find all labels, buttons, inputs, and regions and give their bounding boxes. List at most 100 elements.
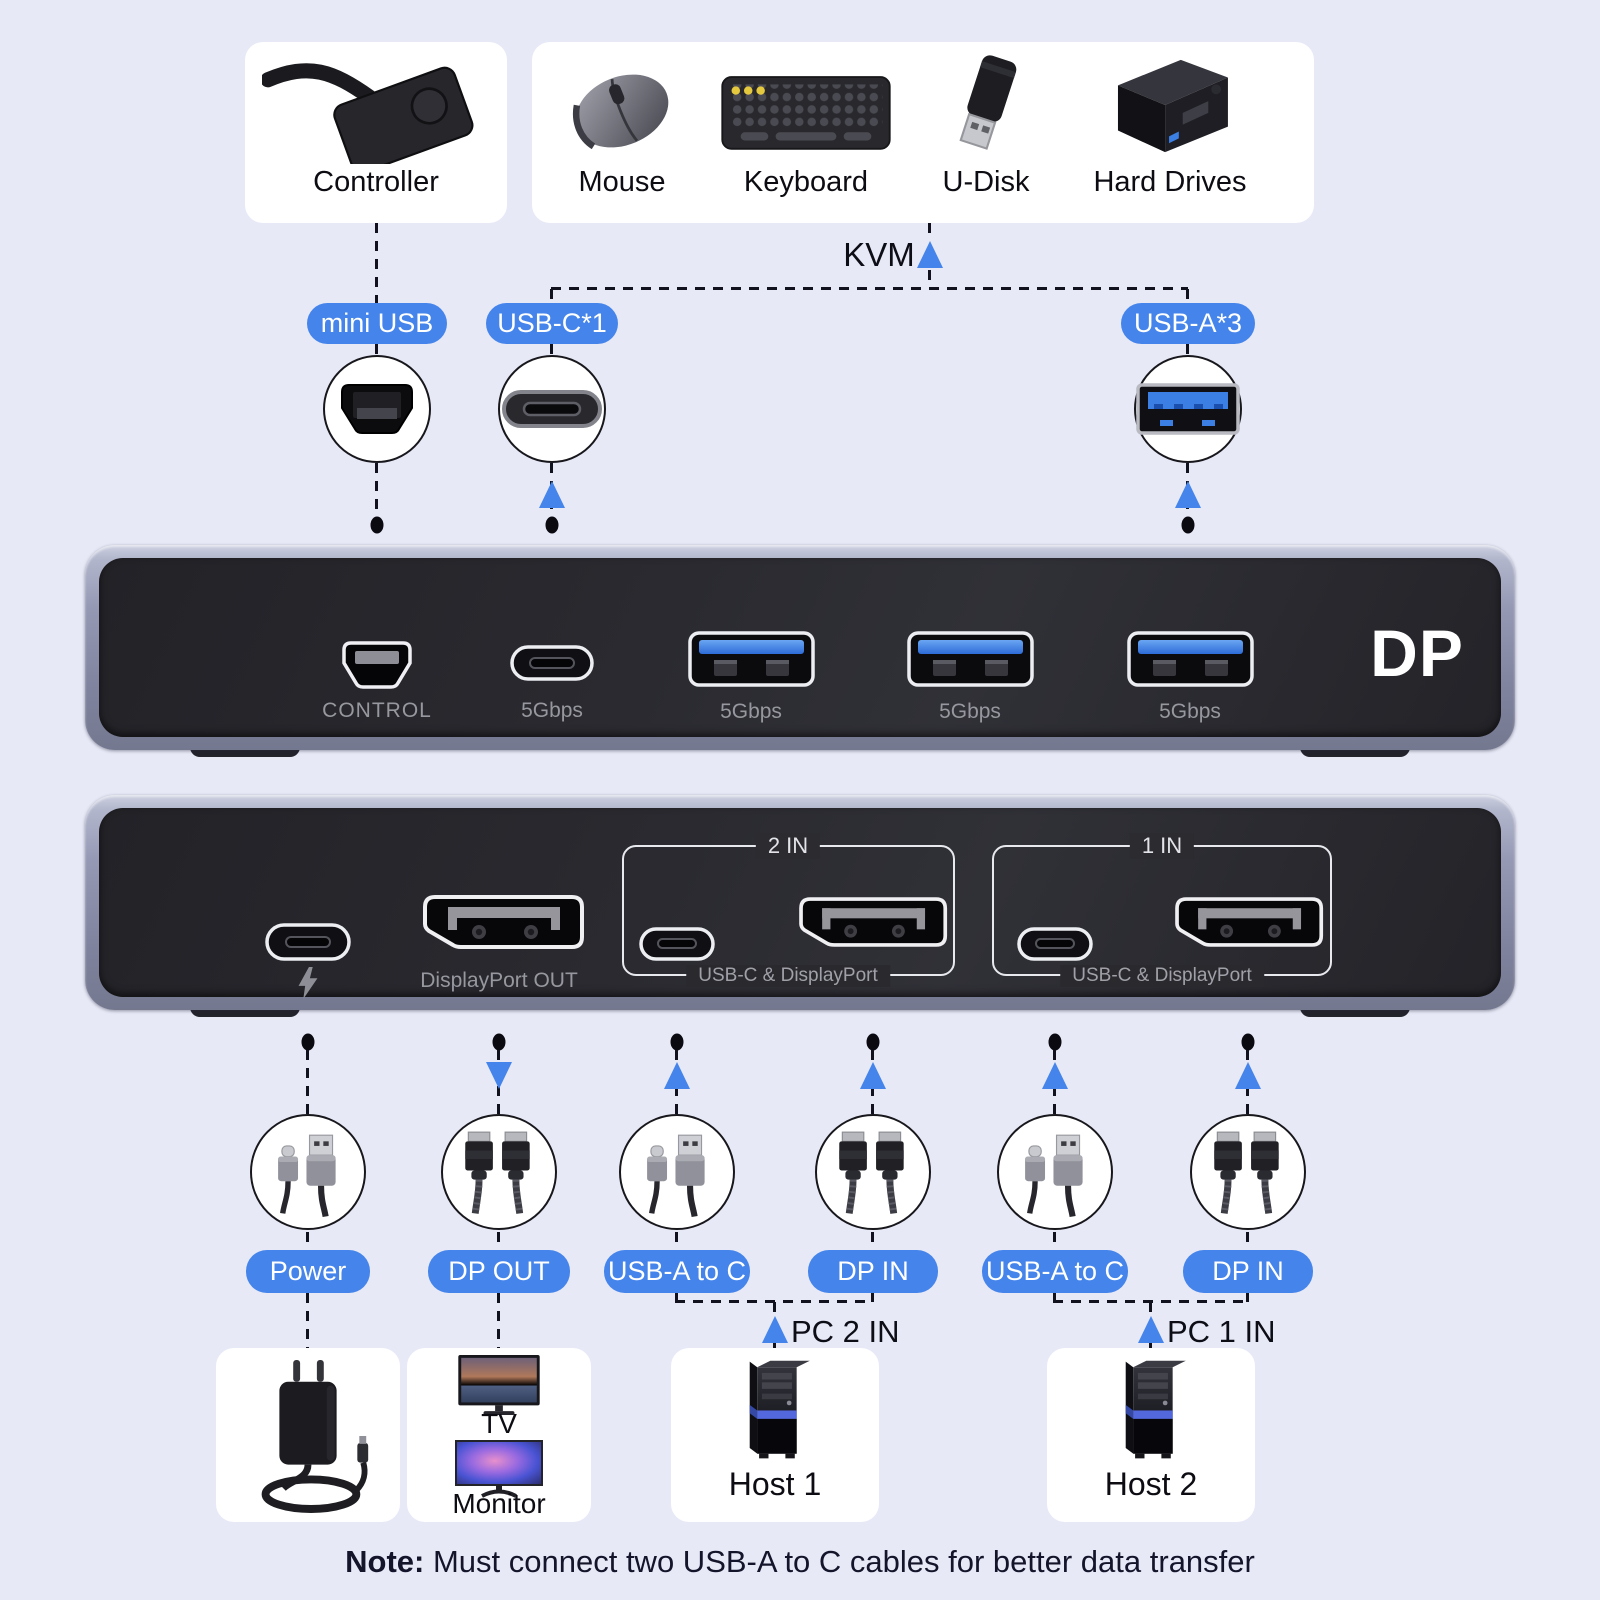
usb-drive-label: U-Disk xyxy=(942,166,1030,198)
hard-drives-label: Hard Drives xyxy=(1093,166,1247,198)
dp-cable-icon xyxy=(839,1131,904,1214)
stub xyxy=(1246,1232,1249,1248)
junction-dot xyxy=(301,1033,315,1051)
kvm-line-upper xyxy=(928,223,931,239)
usb-c-port-circle xyxy=(498,355,606,463)
dp-out-callout: DP OUT xyxy=(428,1250,570,1293)
front-usb-c-port xyxy=(510,645,594,681)
usb-c-in-arrow-icon xyxy=(539,481,565,508)
kvm-up-arrow-icon xyxy=(917,241,943,268)
displayport-out-port xyxy=(413,894,585,950)
front-usb-a-port-2 xyxy=(907,631,1034,687)
usb-drive-image xyxy=(936,52,1036,162)
dp-in-callout-1: DP IN xyxy=(1183,1250,1313,1293)
pc2-stub-left xyxy=(675,1293,678,1302)
usb-a-callout: USB-A*3 xyxy=(1121,303,1255,344)
stub xyxy=(497,1232,500,1248)
dp-out-arrow-icon xyxy=(486,1062,512,1089)
displayport-out-label: DisplayPort OUT xyxy=(420,969,578,992)
host2-label: Host 2 xyxy=(1104,1466,1198,1502)
dp-cable-icon xyxy=(465,1131,530,1214)
usb-a-speed-label-1: 5Gbps xyxy=(720,700,782,723)
lightning-icon xyxy=(296,966,320,1000)
hard-drive-image xyxy=(1090,52,1250,160)
pc1-usb-c-port xyxy=(1017,927,1093,961)
pc1-stub-left xyxy=(1053,1293,1056,1302)
tv-label: TV xyxy=(481,1408,517,1439)
control-mini-usb-port xyxy=(341,640,413,690)
usb-c1-arrow-icon xyxy=(1042,1062,1068,1089)
tv-image xyxy=(456,1354,542,1416)
pc2-displayport-port xyxy=(790,896,948,948)
junction-dot xyxy=(1181,516,1195,534)
controller-image xyxy=(262,56,492,164)
pc1-bracket-line xyxy=(1053,1300,1248,1303)
note-body: Must connect two USB-A to C cables for b… xyxy=(432,1544,1255,1579)
usb-c-port-icon xyxy=(502,390,602,428)
pc1-arrow-icon xyxy=(1138,1316,1164,1343)
usb-a-branch-stub xyxy=(1186,289,1189,303)
pc2-arrow-icon xyxy=(762,1316,788,1343)
usb-c-branch-stub xyxy=(550,289,553,303)
power-cable-circle xyxy=(250,1114,366,1230)
power-cable-icon xyxy=(278,1134,336,1218)
group-2in-caption: USB-C & DisplayPort xyxy=(686,965,890,987)
kvm-label: KVM xyxy=(843,236,915,273)
mini-usb-down-line xyxy=(375,463,378,517)
dp-in2-arrow-icon xyxy=(860,1062,886,1089)
controller-connector-line xyxy=(375,223,378,303)
kvm-front-panel xyxy=(85,545,1515,750)
dp-brand-label: DP xyxy=(1370,616,1464,690)
host1-tower-image xyxy=(728,1356,824,1464)
usb-a-to-c-callout-2: USB-A to C xyxy=(604,1250,750,1293)
kvm-branch-line xyxy=(551,287,1188,290)
front-usb-a-port-3 xyxy=(1127,631,1254,687)
usb-c2-arrow-icon xyxy=(664,1062,690,1089)
note-text: Note: Must connect two USB-A to C cables… xyxy=(0,1544,1600,1580)
mouse-label: Mouse xyxy=(578,166,666,198)
stub xyxy=(871,1232,874,1248)
mini-usb-stub xyxy=(375,344,378,355)
usb-c-callout: USB-C*1 xyxy=(486,303,618,344)
power-callout: Power xyxy=(246,1250,370,1293)
power-usb-c-port xyxy=(265,923,351,961)
usb-a-to-c-cable-icon xyxy=(1025,1134,1083,1218)
dp-out-cable-circle xyxy=(441,1114,557,1230)
mouse-image xyxy=(562,64,682,158)
dp-out-to-display-line xyxy=(497,1293,500,1348)
stub xyxy=(1053,1232,1056,1248)
group-2in-title: 2 IN xyxy=(755,833,821,859)
monitor-label: Monitor xyxy=(452,1488,546,1519)
stub xyxy=(306,1232,309,1248)
dp-in1-arrow-icon xyxy=(1235,1062,1261,1089)
host1-label: Host 1 xyxy=(728,1466,822,1502)
power-line xyxy=(306,1050,309,1114)
stub xyxy=(675,1232,678,1248)
host2-tower-image xyxy=(1104,1356,1200,1464)
junction-dot xyxy=(866,1033,880,1051)
usb-a-to-c-cable-circle-1 xyxy=(997,1114,1113,1230)
group-1in-title: 1 IN xyxy=(1129,833,1195,859)
controller-label: Controller xyxy=(313,166,439,198)
usb-a-stub xyxy=(1186,344,1189,355)
kvm-line-lower xyxy=(928,270,931,288)
control-port-label: CONTROL xyxy=(322,699,432,722)
keyboard-label: Keyboard xyxy=(743,166,869,198)
usb-a-to-c-callout-1: USB-A to C xyxy=(982,1250,1128,1293)
front-usb-a-port-1 xyxy=(688,631,815,687)
dp-in-cable-circle-2 xyxy=(815,1114,931,1230)
pc2-stub-right xyxy=(871,1293,874,1302)
pc1-displayport-port xyxy=(1166,896,1324,948)
junction-dot xyxy=(492,1033,506,1051)
mini-usb-port-icon xyxy=(341,384,413,434)
mini-usb-port-circle xyxy=(323,355,431,463)
usb-a-to-c-cable-circle-2 xyxy=(619,1114,735,1230)
note-prefix: Note: xyxy=(345,1544,425,1579)
keyboard-image xyxy=(716,66,896,158)
power-adapter-image xyxy=(234,1356,382,1514)
mini-usb-callout: mini USB xyxy=(307,303,447,344)
junction-dot xyxy=(545,516,559,534)
dp-in-cable-circle-1 xyxy=(1190,1114,1306,1230)
pc1-stub-right xyxy=(1246,1293,1249,1302)
usb-a-to-c-cable-icon xyxy=(647,1134,705,1218)
